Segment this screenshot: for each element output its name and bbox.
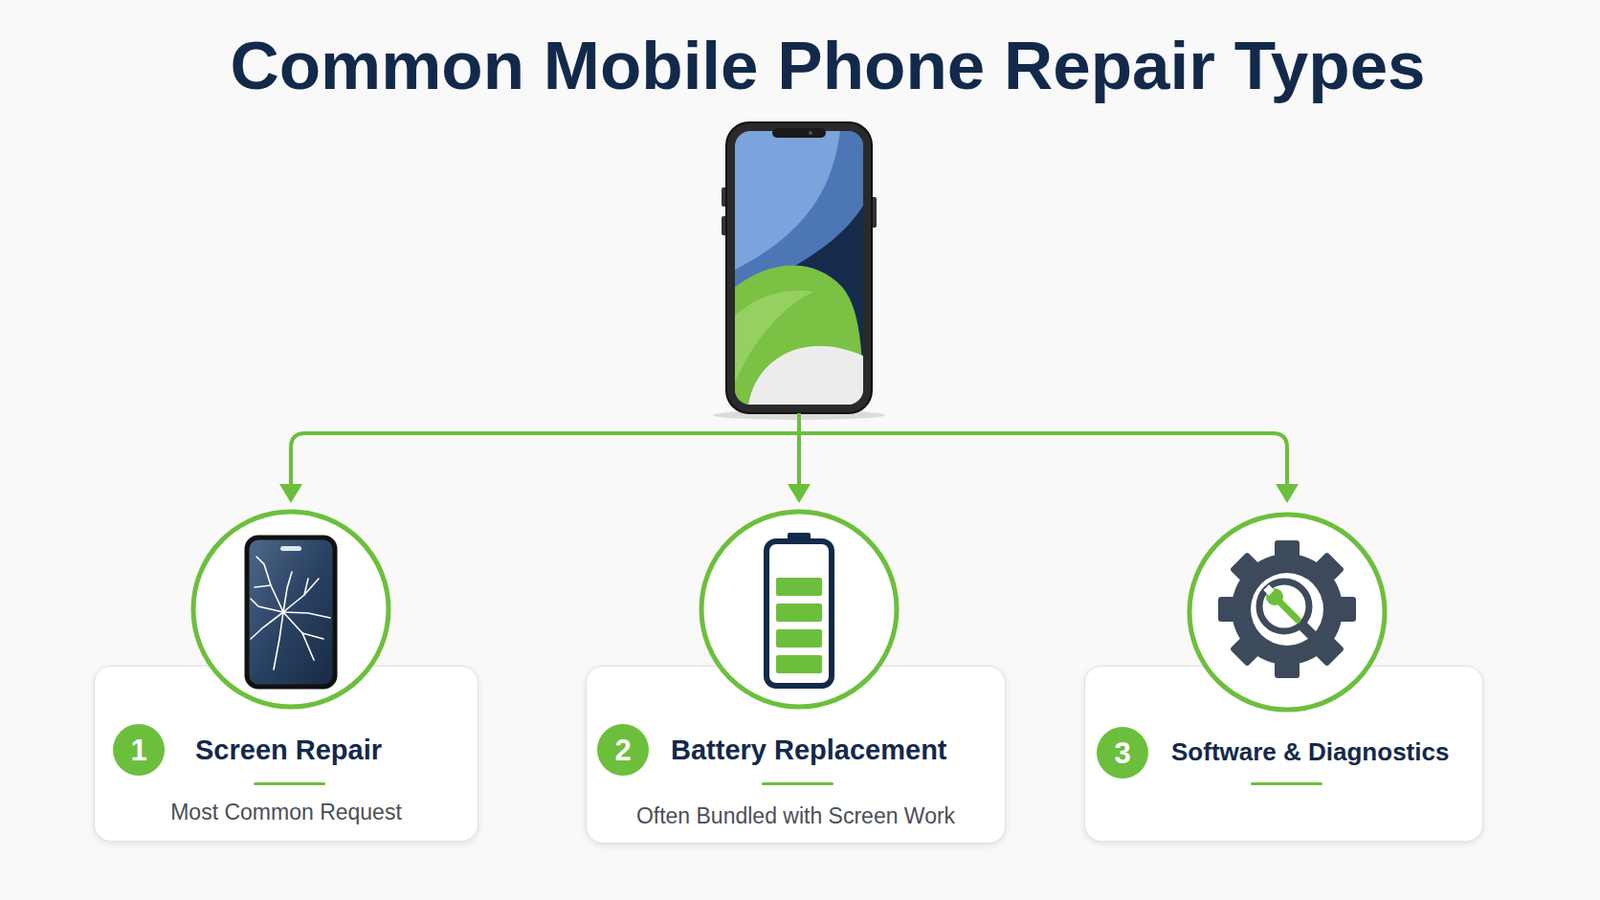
phone-body [726, 122, 872, 414]
crack-line [283, 612, 331, 619]
phone-camera [808, 131, 813, 135]
card-title: Screen Repair [195, 733, 382, 768]
battery-body [766, 541, 832, 687]
crack-line [302, 633, 324, 640]
connector-line [290, 433, 1288, 492]
gear-tooth [1311, 552, 1345, 586]
crack-line [254, 585, 271, 588]
arrow-head [1275, 484, 1299, 504]
gear-tooth [1229, 552, 1264, 586]
connector-line [797, 413, 801, 494]
screen-wave [734, 131, 864, 405]
gear-tooth [1218, 597, 1242, 623]
number-badge: 3 [1096, 727, 1149, 779]
phone-speaker [280, 546, 302, 552]
crack-line [250, 599, 284, 613]
gear-tooth [1229, 633, 1264, 667]
battery-cap [787, 533, 811, 542]
cracked-phone-icon [246, 537, 335, 688]
card-title: Battery Replacement [670, 733, 948, 768]
phone-button [721, 216, 728, 236]
card-subtitle: Most Common Request [94, 800, 478, 827]
number-badge: 1 [112, 724, 165, 777]
repair-card: Software & Diagnostics 3 [1084, 666, 1484, 843]
gear-tooth [1333, 597, 1356, 623]
callout-number: 2 [614, 735, 631, 766]
crack-line [283, 572, 292, 613]
card-subtitle: Often Bundled with Screen Work [586, 803, 1005, 831]
diagram-title: Common Mobile Phone Repair Types [27, 28, 1600, 104]
arrow-head [279, 484, 303, 504]
gear-tooth [1274, 540, 1300, 564]
gear-hole [1250, 573, 1324, 646]
screen-cracks [250, 556, 331, 670]
screen-wave [748, 346, 864, 405]
crack-line [273, 612, 284, 670]
repair-card: Battery ReplacementOften Bundled with Sc… [585, 666, 1006, 845]
repair-card: Screen RepairMost Common Request 1 [93, 666, 479, 843]
card-title: Software & Diagnostics [1171, 737, 1449, 768]
callout-number: 1 [130, 735, 147, 766]
magnifier-handle [1303, 626, 1319, 643]
crack-line [250, 612, 284, 640]
screen-wave [775, 205, 864, 405]
battery-bar [776, 577, 823, 597]
gear-icon [1218, 540, 1356, 679]
gear-body [1231, 554, 1343, 666]
wrench-head [1266, 588, 1284, 606]
arrow-head [787, 484, 811, 504]
screen-wave [734, 265, 864, 405]
callout-number: 3 [1113, 738, 1131, 769]
battery-bar [776, 629, 823, 648]
gear-tooth [1311, 633, 1345, 667]
screen-wave [734, 290, 814, 383]
phone-button [721, 187, 728, 207]
phone-screen [734, 131, 864, 405]
crack-line [256, 556, 284, 613]
phone-notch [772, 128, 826, 138]
accent-underline [761, 782, 834, 786]
wrench-jaw [1263, 584, 1274, 596]
crack-line [283, 578, 319, 613]
number-badge: 2 [597, 724, 649, 777]
accent-underline [253, 782, 326, 786]
phone-shadow [712, 410, 886, 421]
battery-bar [776, 603, 823, 623]
crack-line [283, 612, 314, 661]
wrench-handle [1276, 599, 1298, 621]
phone-button [870, 197, 877, 228]
accent-underline [1250, 782, 1323, 786]
magnifier-ring [1259, 581, 1310, 632]
crack-line [304, 578, 309, 596]
